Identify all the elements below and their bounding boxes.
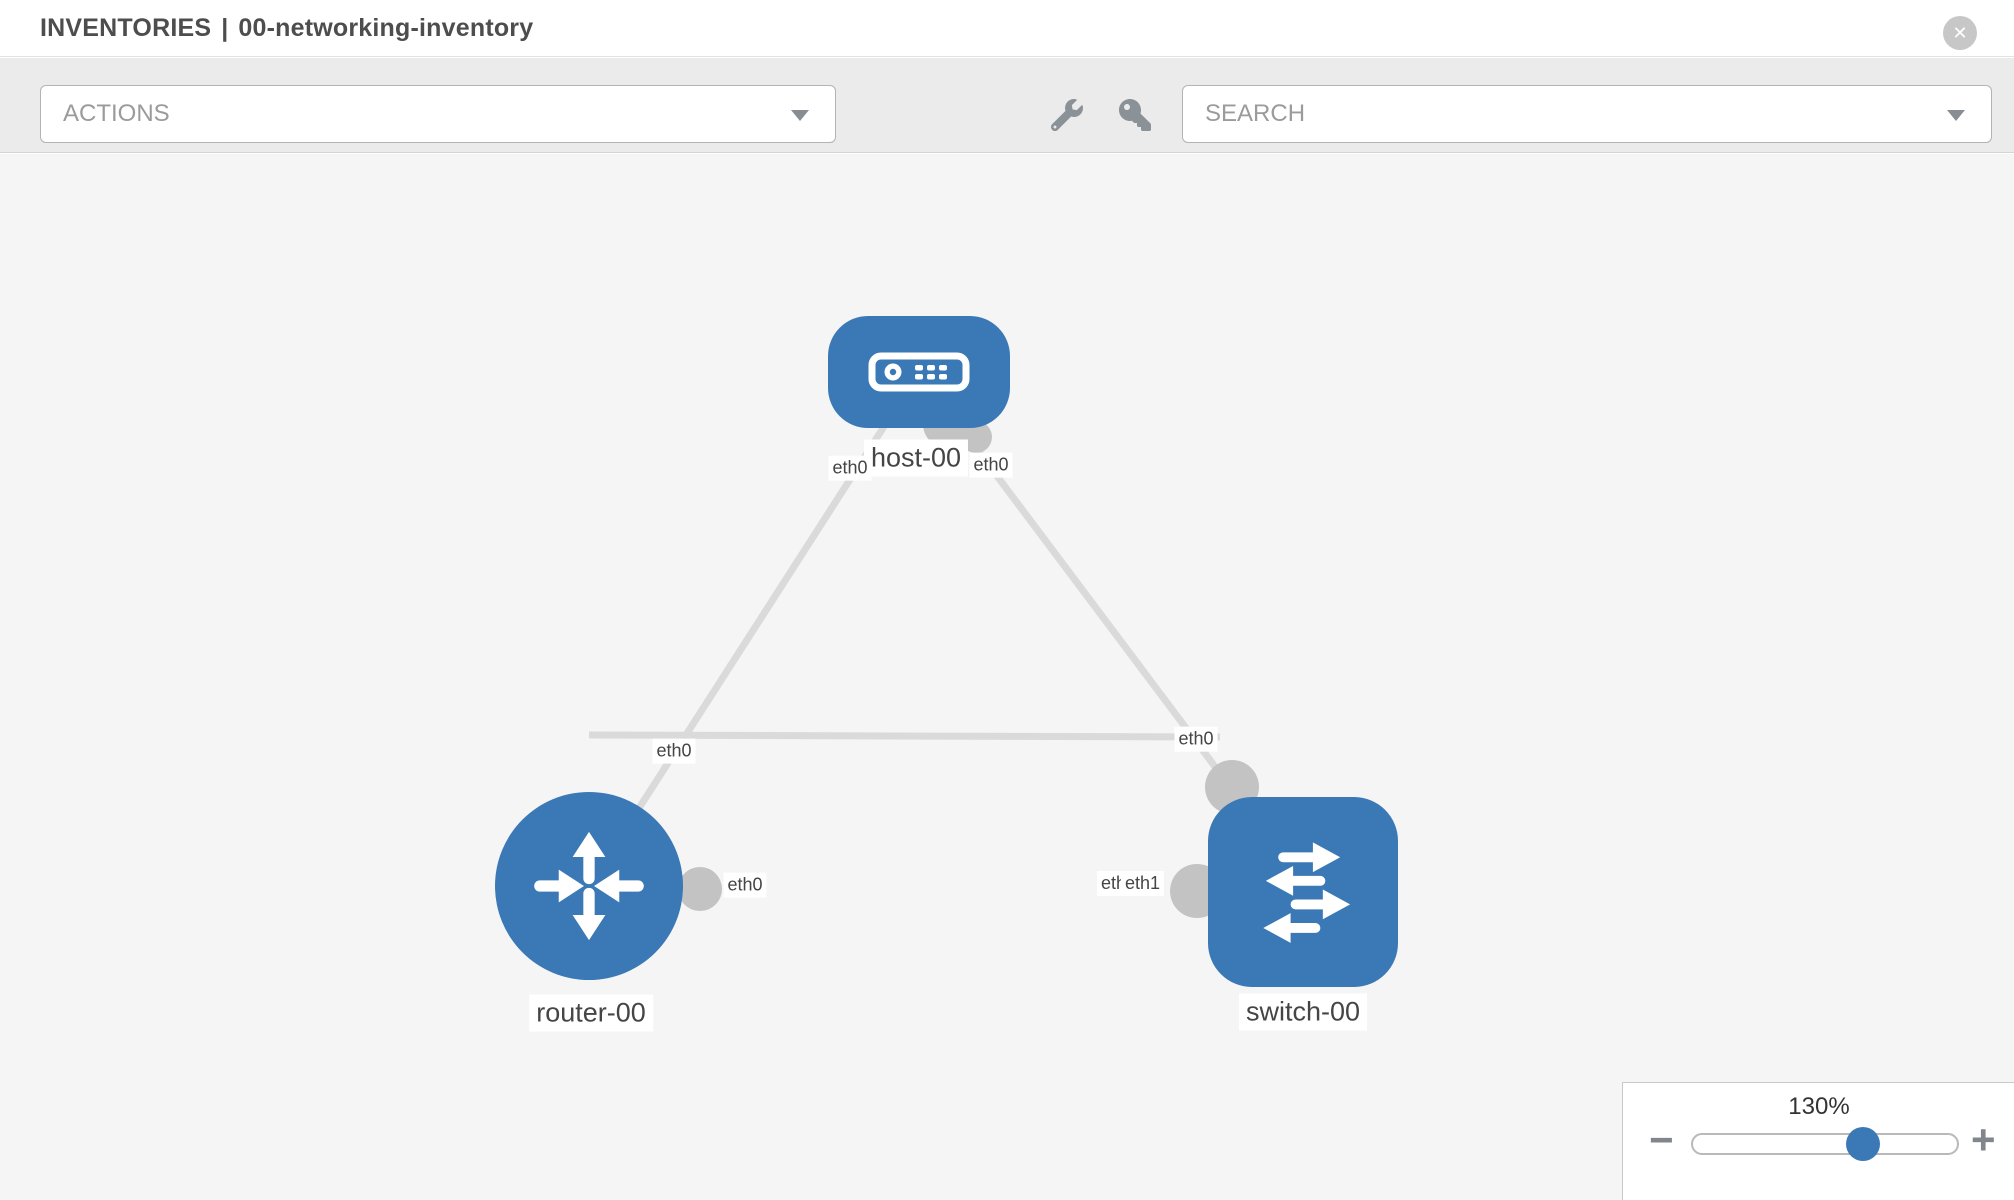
search-dropdown[interactable]: SEARCH [1182, 85, 1992, 143]
node-switch-00[interactable] [1208, 797, 1398, 987]
switch-icon [1263, 842, 1351, 943]
key-icon [1119, 99, 1151, 131]
page-title: INVENTORIES | 00-networking-inventory [40, 0, 533, 57]
interface-dot-router-eth0 [678, 867, 722, 911]
chevron-down-icon [791, 110, 809, 121]
minus-icon: − [1649, 1116, 1674, 1163]
link-router-switch [588, 731, 1221, 741]
plus-icon: + [1971, 1116, 1996, 1163]
interface-label-host-eth0-left: eth0 [828, 455, 872, 481]
node-host-00[interactable] [828, 316, 1010, 428]
interface-label-host-eth0-right: eth0 [969, 452, 1013, 478]
page-title-separator: | [221, 14, 229, 42]
node-label-router-00: router-00 [529, 994, 653, 1032]
page-title-name: 00-networking-inventory [238, 14, 534, 42]
zoom-slider-thumb[interactable] [1846, 1127, 1880, 1161]
zoom-slider-track[interactable] [1691, 1133, 1959, 1155]
topology-links-layer [586, 369, 1243, 888]
node-label-switch-00: switch-00 [1238, 993, 1368, 1031]
header-bar: INVENTORIES | 00-networking-inventory ✕ [0, 0, 2014, 57]
zoom-out-button[interactable]: − [1649, 1119, 1674, 1161]
zoom-panel: 130% − + [1622, 1082, 2014, 1200]
actions-dropdown-label: ACTIONS [63, 100, 170, 127]
zoom-value: 130% [1788, 1093, 1850, 1120]
chevron-down-icon [1947, 110, 1965, 121]
interface-label-router-eth0-hostlink: eth0 [652, 738, 696, 764]
interface-label-switch-eth0-hostlink: eth0 [1174, 726, 1218, 752]
topology-canvas[interactable]: host-00 router-00 switch-00 eth0 eth0 et… [0, 154, 2014, 1200]
toolbar: ACTIONS SEARCH [0, 58, 2014, 153]
search-dropdown-label: SEARCH [1205, 100, 1306, 127]
page-title-section: INVENTORIES [40, 14, 212, 42]
close-icon: ✕ [1952, 23, 1968, 43]
node-router-00[interactable] [495, 792, 683, 980]
interface-label-switch-eth0-hidden: eth0 [1097, 871, 1122, 896]
wrench-icon [1051, 99, 1083, 131]
credentials-button[interactable] [1117, 97, 1153, 133]
host-icon [868, 352, 970, 392]
interface-label-switch-eth1: eth1 [1121, 871, 1165, 896]
close-button[interactable]: ✕ [1943, 16, 1977, 50]
zoom-in-button[interactable]: + [1971, 1119, 1996, 1161]
node-label-host-00: host-00 [863, 439, 969, 477]
configure-button[interactable] [1049, 97, 1085, 133]
actions-dropdown[interactable]: ACTIONS [40, 85, 836, 143]
router-icon [534, 831, 644, 941]
interface-label-router-eth0-switchlink: eth0 [723, 872, 767, 898]
